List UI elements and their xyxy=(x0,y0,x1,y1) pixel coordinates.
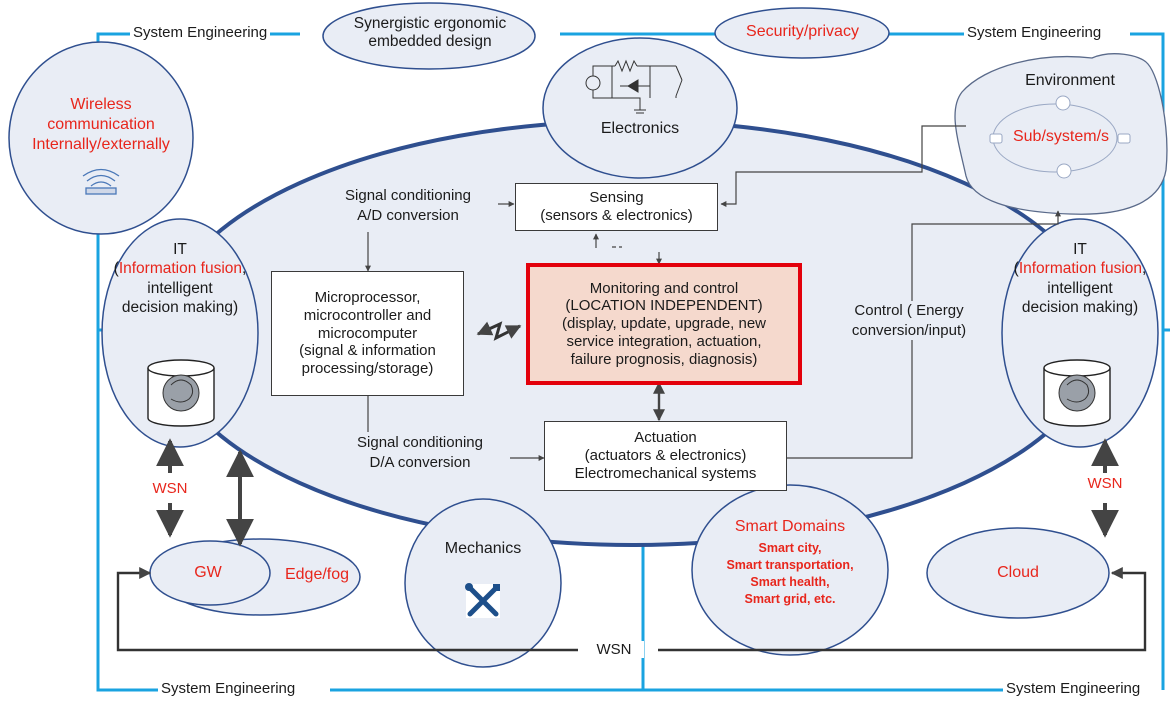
it-right-fusion-text: Information fusion xyxy=(1018,260,1143,278)
monitoring-line-3: (display, update, upgrade, new xyxy=(561,315,767,333)
wifi-icon xyxy=(82,168,120,195)
it-right-fusion: (Information fusion, xyxy=(1013,260,1147,278)
mechanics-label: Mechanics xyxy=(444,540,522,557)
head-cylinder-icon-right xyxy=(1043,359,1111,427)
it-right-line-4: decision making) xyxy=(1021,299,1139,317)
system-engineering-label-top-right: System Engineering xyxy=(964,24,1105,41)
signal-da-line-2: D/A conversion xyxy=(369,453,471,471)
head-cylinder-icon-left xyxy=(147,359,215,427)
control-line-2: conversion/input) xyxy=(851,321,967,339)
it-right-title: IT xyxy=(1073,241,1087,258)
it-left-title: IT xyxy=(173,241,187,258)
smart-domain-item: Smart grid, etc. xyxy=(744,591,836,606)
actuation-line-1: Actuation xyxy=(634,429,697,447)
it-left-fusion: (Information fusion, xyxy=(113,260,247,278)
wireless-line-2: communication xyxy=(47,116,155,133)
micro-line-2: microcontroller and xyxy=(303,306,432,324)
control-line-1: Control ( Energy xyxy=(854,302,964,319)
subsystem-label: Sub/system/s xyxy=(1012,128,1110,145)
actuation-line-2: (actuators & electronics) xyxy=(584,447,747,465)
monitoring-line-2: (LOCATION INDEPENDENT) xyxy=(565,297,763,315)
security-label: Security/privacy xyxy=(746,23,859,40)
it-left-line-3: intelligent xyxy=(147,279,213,297)
it-left-label: IT (Information fusion, intelligent deci… xyxy=(110,240,250,318)
environment-orbit xyxy=(989,95,1131,179)
synergistic-line-1: Synergistic ergonomic xyxy=(353,15,507,32)
wireless-line-3: Internally/externally xyxy=(32,136,170,153)
wsn-label-right: WSN xyxy=(1087,475,1123,492)
signal-da-line-1: Signal conditioning xyxy=(357,434,483,451)
wsn-arrows xyxy=(156,438,1119,547)
synergistic-line-2: embedded design xyxy=(368,32,492,50)
monitoring-control-box: Monitoring and control (LOCATION INDEPEN… xyxy=(526,263,802,385)
it-right-node xyxy=(1001,218,1159,448)
wireless-label: Wireless communication Internally/extern… xyxy=(18,95,184,155)
wireless-line-1: Wireless xyxy=(70,96,132,113)
monitoring-line-5: failure prognosis, diagnosis) xyxy=(570,350,758,368)
wireless-node xyxy=(8,41,194,235)
sensing-line-1: Sensing xyxy=(589,189,644,207)
signal-da-label: Signal conditioning D/A conversion xyxy=(330,433,510,472)
monitoring-line-1: Monitoring and control xyxy=(589,279,739,297)
wsn-label-left: WSN xyxy=(152,480,188,497)
smart-domains-title: Smart Domains xyxy=(734,518,846,535)
environment-node xyxy=(954,53,1168,215)
micro-line-3: microcomputer xyxy=(317,324,418,342)
wsn-bottom-link xyxy=(116,567,1147,652)
control-label: Control ( Energy conversion/input) xyxy=(828,301,990,340)
actuation-box: Actuation (actuators & electronics) Elec… xyxy=(544,421,787,491)
micro-line-5: processing/storage) xyxy=(301,360,434,378)
microprocessor-box: Microprocessor, microcontroller and micr… xyxy=(271,271,464,396)
synergistic-label: Synergistic ergonomic embedded design xyxy=(340,15,520,51)
it-right-line-3: intelligent xyxy=(1047,279,1113,297)
it-right-label: IT (Information fusion, intelligent deci… xyxy=(1010,240,1150,318)
smart-domains-list: Smart city, Smart transportation, Smart … xyxy=(700,540,880,608)
monitoring-line-4: service integration, actuation, xyxy=(566,332,762,350)
mechanics-node xyxy=(404,498,562,668)
micro-line-1: Microprocessor, xyxy=(314,289,421,307)
signal-ad-line-1: Signal conditioning xyxy=(345,187,471,204)
tools-icon xyxy=(465,583,500,618)
system-engineering-label-bottom-left: System Engineering xyxy=(158,680,299,697)
micro-line-4: (signal & information xyxy=(299,342,436,360)
circuit-icon xyxy=(585,59,683,114)
wsn-label-bottom: WSN xyxy=(584,641,644,659)
signal-ad-line-2: A/D conversion xyxy=(357,206,459,224)
smart-domain-item: Smart city, xyxy=(758,541,822,555)
smart-domain-item: Smart transportation, xyxy=(726,557,854,572)
cloud-node xyxy=(926,527,1110,619)
processing-link-arrow xyxy=(476,321,522,341)
sensing-line-2: (sensors & electronics) xyxy=(540,207,693,224)
system-engineering-label-bottom-right: System Engineering xyxy=(1003,680,1144,697)
sensing-box: Sensing (sensors & electronics) xyxy=(515,183,718,231)
smart-domains-node xyxy=(691,484,889,656)
system-engineering-label-top-left: System Engineering xyxy=(130,24,271,41)
actuation-line-3: Electromechanical systems xyxy=(574,464,757,482)
it-left-fusion-text: Information fusion xyxy=(118,260,243,278)
environment-label: Environment xyxy=(1025,72,1115,89)
synergistic-node xyxy=(322,2,536,70)
smart-domain-item: Smart health, xyxy=(750,574,830,589)
electronics-label: Electronics xyxy=(600,120,680,137)
cloud-label: Cloud xyxy=(997,564,1039,581)
gw-label: GW xyxy=(194,564,222,581)
security-node xyxy=(714,7,890,59)
signal-ad-label: Signal conditioning A/D conversion xyxy=(318,186,498,225)
edge-fog-label: Edge/fog xyxy=(284,566,350,583)
connector-arrows xyxy=(365,125,1061,461)
it-left-line-4: decision making) xyxy=(121,299,239,317)
